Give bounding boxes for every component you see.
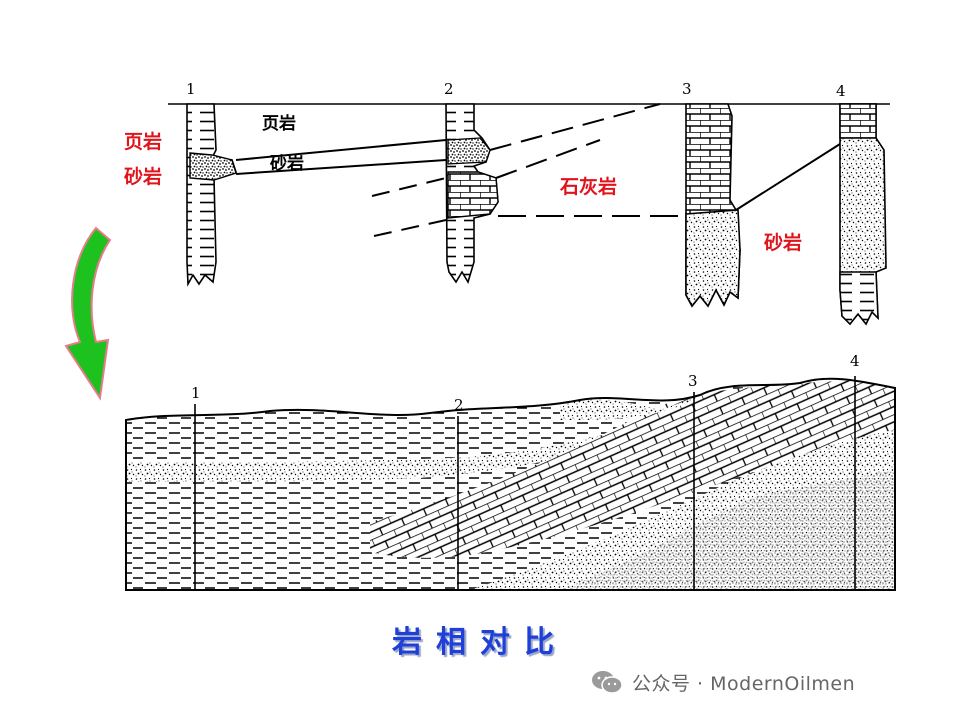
well-column-2	[445, 103, 499, 284]
label-shale-black: 页岩	[262, 114, 296, 134]
cross-section-outline	[125, 377, 896, 591]
wechat-icon	[592, 671, 623, 694]
watermark-text: 公众号 · ModernOilmen	[632, 672, 856, 695]
bottom-well-number-2: 2	[454, 396, 464, 414]
label-sandstone-red-left: 砂岩	[124, 166, 163, 188]
top-well-number-2: 2	[444, 80, 454, 98]
transition-arrow-icon	[64, 226, 112, 401]
correlation-lines	[235, 103, 841, 237]
bottom-well-number-3: 3	[688, 372, 698, 390]
label-limestone-red: 石灰岩	[560, 176, 618, 198]
bottom-well-number-4: 4	[850, 352, 860, 370]
page-title: 岩相对比	[392, 625, 568, 660]
watermark: 公众号 · ModernOilmen	[590, 666, 935, 698]
top-well-number-4: 4	[836, 82, 846, 100]
top-well-number-3: 3	[682, 80, 692, 98]
top-well-number-1: 1	[186, 80, 196, 98]
label-sandstone-black: 砂岩	[270, 154, 304, 174]
well-column-4	[839, 103, 887, 326]
label-shale-red: 页岩	[124, 131, 163, 153]
bottom-well-number-1: 1	[191, 384, 201, 402]
well-lines	[194, 376, 856, 590]
label-sandstone-red-right: 砂岩	[764, 232, 803, 254]
well-column-1	[186, 103, 238, 287]
well-column-3	[685, 103, 741, 308]
cross-section	[126, 378, 895, 590]
